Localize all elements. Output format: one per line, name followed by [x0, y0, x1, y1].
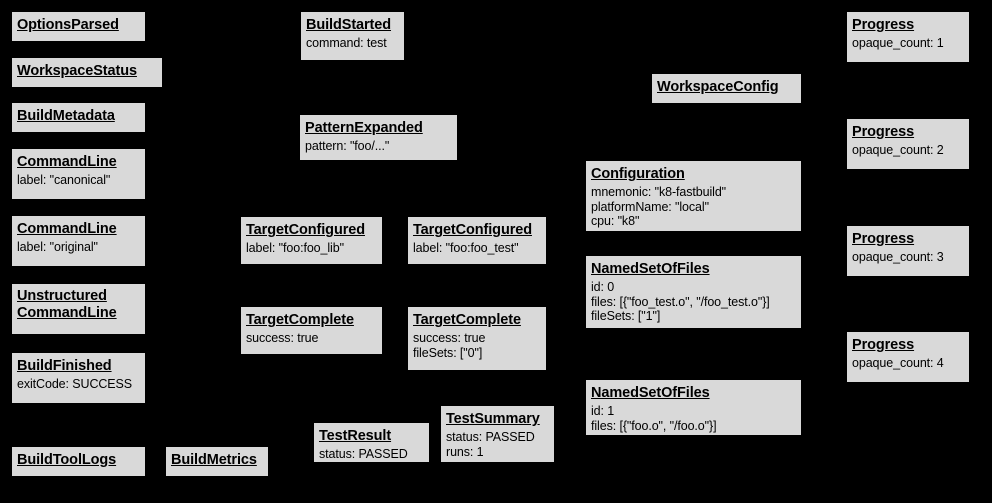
node-workspace-config[interactable]: WorkspaceConfig: [651, 73, 802, 104]
node-progress-1[interactable]: Progress opaque_count: 1: [846, 11, 970, 63]
node-field: id: 1: [591, 403, 615, 418]
node-fields: label: "foo:foo_lib": [246, 241, 377, 256]
node-fields: status: PASSED: [319, 447, 424, 462]
node-title: CommandLine: [17, 221, 117, 237]
node-title: WorkspaceConfig: [657, 79, 779, 95]
node-progress-4[interactable]: Progress opaque_count: 4: [846, 331, 970, 383]
node-field: opaque_count: 1: [852, 35, 944, 50]
node-field: success: true: [246, 330, 319, 345]
node-title: OptionsParsed: [17, 17, 119, 33]
node-field: id: 0: [591, 279, 615, 294]
node-field: label: "canonical": [17, 172, 111, 187]
node-title: Unstructured CommandLine: [17, 288, 117, 322]
node-fields: label: "original": [17, 240, 140, 255]
node-test-result[interactable]: TestResult status: PASSED: [313, 422, 430, 463]
node-title: TestSummary: [446, 411, 540, 427]
node-title: TargetConfigured: [413, 222, 532, 238]
node-field: fileSets: ["1"]: [591, 309, 661, 324]
node-fields: opaque_count: 1: [852, 36, 964, 51]
node-build-started[interactable]: BuildStarted command: test: [300, 11, 405, 61]
node-field: mnemonic: "k8-fastbuild": [591, 184, 727, 199]
node-unstructured-command-line[interactable]: Unstructured CommandLine: [11, 283, 146, 335]
node-title: Configuration: [591, 166, 685, 182]
node-title: BuildMetadata: [17, 108, 115, 124]
node-fields: pattern: "foo/...": [305, 139, 452, 154]
node-title: WorkspaceStatus: [17, 63, 137, 79]
node-target-complete-lib[interactable]: TargetComplete success: true: [240, 306, 383, 355]
node-build-finished[interactable]: BuildFinished exitCode: SUCCESS: [11, 352, 146, 404]
node-field: label: "foo:foo_lib": [246, 240, 344, 255]
node-title: Progress: [852, 124, 915, 140]
node-command-line-original[interactable]: CommandLine label: "original": [11, 215, 146, 267]
node-field: opaque_count: 4: [852, 355, 944, 370]
node-fields: opaque_count: 2: [852, 143, 964, 158]
node-title: CommandLine: [17, 154, 117, 170]
node-title: NamedSetOfFiles: [591, 261, 710, 277]
node-title: BuildMetrics: [171, 452, 257, 468]
node-progress-3[interactable]: Progress opaque_count: 3: [846, 225, 970, 277]
node-field: files: [{"foo_test.o", "/foo_test.o"}]: [591, 294, 770, 309]
node-field: pattern: "foo/...": [305, 138, 390, 153]
node-title: NamedSetOfFiles: [591, 385, 710, 401]
node-field: status: PASSED: [319, 446, 408, 461]
node-fields: command: test: [306, 36, 399, 51]
node-build-metadata[interactable]: BuildMetadata: [11, 102, 146, 133]
node-fields: label: "canonical": [17, 173, 140, 188]
node-title: Progress: [852, 231, 915, 247]
node-fields: opaque_count: 3: [852, 250, 964, 265]
node-title: BuildFinished: [17, 358, 112, 374]
node-field: command: test: [306, 35, 387, 50]
node-field: exitCode: SUCCESS: [17, 376, 133, 391]
node-fields: mnemonic: "k8-fastbuild"platformName: "l…: [591, 185, 796, 229]
node-title: TargetComplete: [413, 312, 521, 328]
node-field: success: true: [413, 330, 486, 345]
node-field: label: "foo:foo_test": [413, 240, 519, 255]
node-command-line-canonical[interactable]: CommandLine label: "canonical": [11, 148, 146, 200]
node-field: opaque_count: 2: [852, 142, 944, 157]
node-build-metrics[interactable]: BuildMetrics: [165, 446, 269, 477]
node-title: Progress: [852, 17, 915, 33]
node-title: TargetComplete: [246, 312, 354, 328]
node-target-configured-test[interactable]: TargetConfigured label: "foo:foo_test": [407, 216, 547, 265]
node-fields: label: "foo:foo_test": [413, 241, 541, 256]
node-field: status: PASSED: [446, 429, 535, 444]
node-pattern-expanded[interactable]: PatternExpanded pattern: "foo/...": [299, 114, 458, 161]
node-field: files: [{"foo.o", "/foo.o"}]: [591, 418, 717, 433]
node-title: TestResult: [319, 428, 392, 444]
node-fields: opaque_count: 4: [852, 356, 964, 371]
node-field: runs: 1: [446, 444, 484, 459]
node-fields: exitCode: SUCCESS: [17, 377, 140, 392]
node-title: Progress: [852, 337, 915, 353]
node-workspace-status[interactable]: WorkspaceStatus: [11, 57, 163, 88]
node-configuration[interactable]: Configuration mnemonic: "k8-fastbuild"pla…: [585, 160, 802, 232]
node-progress-2[interactable]: Progress opaque_count: 2: [846, 118, 970, 170]
node-title: PatternExpanded: [305, 120, 423, 136]
node-options-parsed[interactable]: OptionsParsed: [11, 11, 146, 42]
node-field: fileSets: ["0"]: [413, 345, 483, 360]
node-target-configured-lib[interactable]: TargetConfigured label: "foo:foo_lib": [240, 216, 383, 265]
node-title: BuildToolLogs: [17, 452, 117, 468]
node-build-tool-logs[interactable]: BuildToolLogs: [11, 446, 146, 477]
node-field: cpu: "k8": [591, 214, 640, 229]
node-field: label: "original": [17, 239, 98, 254]
node-field: platformName: "local": [591, 199, 709, 214]
node-title: BuildStarted: [306, 17, 392, 33]
node-title: TargetConfigured: [246, 222, 365, 238]
node-fields: success: true: [246, 331, 377, 346]
node-field: opaque_count: 3: [852, 249, 944, 264]
